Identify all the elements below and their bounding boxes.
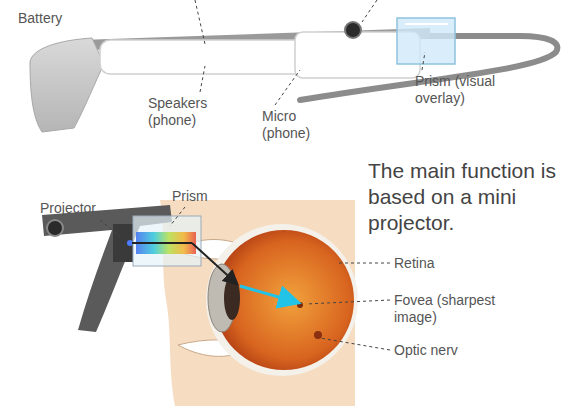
part-label: Optic nerv — [394, 342, 504, 359]
headline-note: The main function is based on a mini pro… — [368, 158, 560, 236]
part-label: Fovea (sharpest image) — [394, 292, 516, 326]
part-label: Battery — [18, 10, 98, 27]
part-label: Micro (phone) — [262, 108, 318, 142]
part-label: Speakers (phone) — [148, 95, 210, 129]
part-label: Prism — [172, 188, 232, 205]
part-label: Prism (visual overlay) — [415, 73, 527, 107]
part-label: Projector — [40, 200, 120, 217]
part-label: Retina — [394, 255, 494, 272]
